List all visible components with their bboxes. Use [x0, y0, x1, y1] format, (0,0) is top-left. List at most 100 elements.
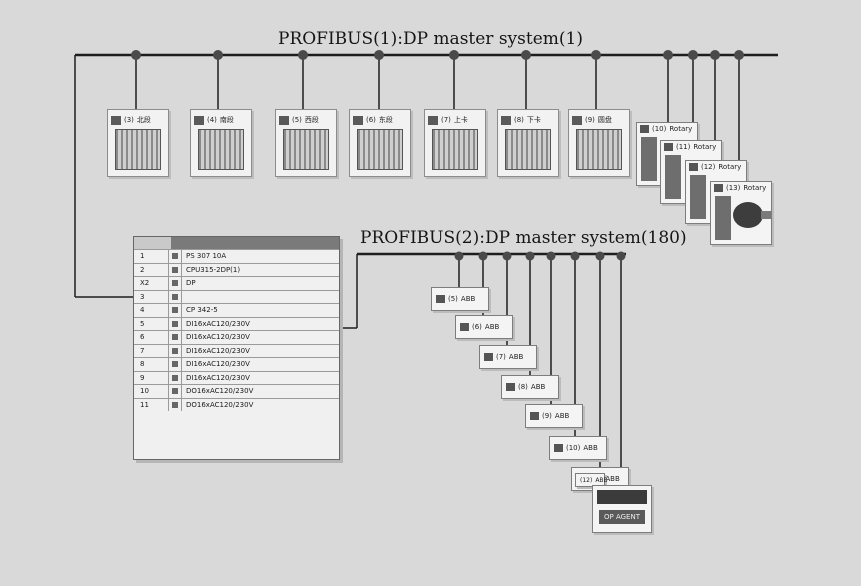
device-icon — [501, 115, 511, 125]
station-address: (8) — [514, 116, 524, 124]
module-icon — [172, 374, 178, 381]
encoder-body — [690, 175, 706, 219]
device-icon — [714, 184, 723, 192]
station-2[interactable]: (4)南段 — [190, 109, 252, 177]
rotary-address: (13) — [726, 184, 741, 192]
slot-number: 8 — [134, 358, 169, 371]
module-graphic — [283, 129, 329, 170]
station-header: (4)南段 — [194, 113, 234, 127]
station-header: (3)北段 — [111, 113, 151, 127]
station-name: 南段 — [219, 116, 234, 124]
station-name: 上卡 — [453, 116, 468, 124]
station-header: (5)西段 — [279, 113, 319, 127]
dp-slave-5[interactable]: (9)ABB — [525, 404, 583, 428]
device-icon — [530, 412, 539, 420]
slot-icon-cell — [169, 304, 182, 317]
dp-slave-2[interactable]: (6)ABB — [455, 315, 513, 339]
hmi-screen — [597, 490, 647, 504]
dp-slave-8[interactable]: (12)ABB — [575, 473, 608, 487]
module-name: DI16xAC120/230V — [186, 346, 250, 355]
module-icon — [172, 388, 178, 395]
slot-icon-cell — [169, 290, 182, 303]
slave-name: ABB — [530, 383, 546, 391]
encoder-disc — [733, 202, 763, 228]
slave-name: ABB — [554, 412, 570, 420]
device-icon — [484, 353, 493, 361]
dp-slave-6[interactable]: (10)ABB — [549, 436, 607, 460]
slot-number: 6 — [134, 331, 169, 344]
module-icon — [172, 266, 178, 273]
slot-number: 7 — [134, 344, 169, 357]
rack-slot-row[interactable]: 7 DI16xAC120/230V — [134, 343, 339, 357]
station-5[interactable]: (7)上卡 — [424, 109, 486, 177]
bus1-node — [688, 50, 698, 60]
slave-address: (6) — [472, 323, 482, 331]
slot-number: 2 — [134, 263, 169, 276]
device-icon — [279, 115, 289, 125]
dp-slave-3[interactable]: (7)ABB — [479, 345, 537, 369]
station-header: (7)上卡 — [428, 113, 468, 127]
encoder-body — [665, 155, 681, 199]
slave-address: (10) — [566, 444, 581, 452]
module-name: DO16xAC120/230V — [186, 387, 254, 396]
station-7[interactable]: (9)圆盘 — [568, 109, 630, 177]
bus1-node — [591, 50, 601, 60]
station-4[interactable]: (6)东段 — [349, 109, 411, 177]
rack-slot-row[interactable]: 10 DO16xAC120/230V — [134, 384, 339, 398]
station-3[interactable]: (5)西段 — [275, 109, 337, 177]
slot-icon-cell — [169, 385, 182, 398]
station-address: (3) — [124, 116, 134, 124]
rack-slot-row[interactable]: 3 — [134, 289, 339, 303]
station-name: 北段 — [136, 116, 151, 124]
station-address: (5) — [292, 116, 302, 124]
device-icon — [353, 115, 363, 125]
module-name: DI16xAC120/230V — [186, 373, 250, 382]
rotary-name: Rotary — [743, 184, 767, 192]
rotary-encoder-4[interactable]: (13)Rotary — [710, 181, 772, 245]
station-1[interactable]: (3)北段 — [107, 109, 169, 177]
encoder-body — [641, 137, 657, 181]
slot-number: 10 — [134, 385, 169, 398]
module-graphic — [198, 129, 244, 170]
module-icon — [172, 401, 178, 408]
station-header: (8)下卡 — [501, 113, 541, 127]
slave-name: ABB — [583, 444, 598, 452]
bus1-node — [710, 50, 720, 60]
station-6[interactable]: (8)下卡 — [497, 109, 559, 177]
module-icon — [172, 347, 178, 354]
module-name: DI16xAC120/230V — [186, 319, 250, 328]
bus2-node — [454, 251, 464, 261]
slave-name: ABB — [595, 476, 608, 484]
hmi-panel[interactable]: OP AGENT — [592, 485, 652, 533]
station-header: (9)圆盘 — [572, 113, 612, 127]
station-address: (6) — [366, 116, 376, 124]
module-icon — [172, 280, 178, 287]
rotary-header: (12)Rotary — [689, 163, 741, 171]
module-icon — [172, 320, 178, 327]
bus1-node — [521, 50, 531, 60]
slot-icon-cell — [169, 317, 182, 330]
dp-slave-1[interactable]: (5)ABB — [431, 287, 489, 311]
device-icon — [460, 323, 469, 331]
bus1-node — [298, 50, 308, 60]
module-graphic — [576, 129, 622, 170]
device-icon — [436, 295, 445, 303]
device-icon — [640, 125, 649, 133]
device-icon — [506, 383, 515, 391]
bus2-node — [525, 251, 535, 261]
slot-icon-cell — [169, 263, 182, 276]
dp-slave-4[interactable]: (8)ABB — [501, 375, 559, 399]
bus2-node — [570, 251, 580, 261]
bus1-node — [131, 50, 141, 60]
